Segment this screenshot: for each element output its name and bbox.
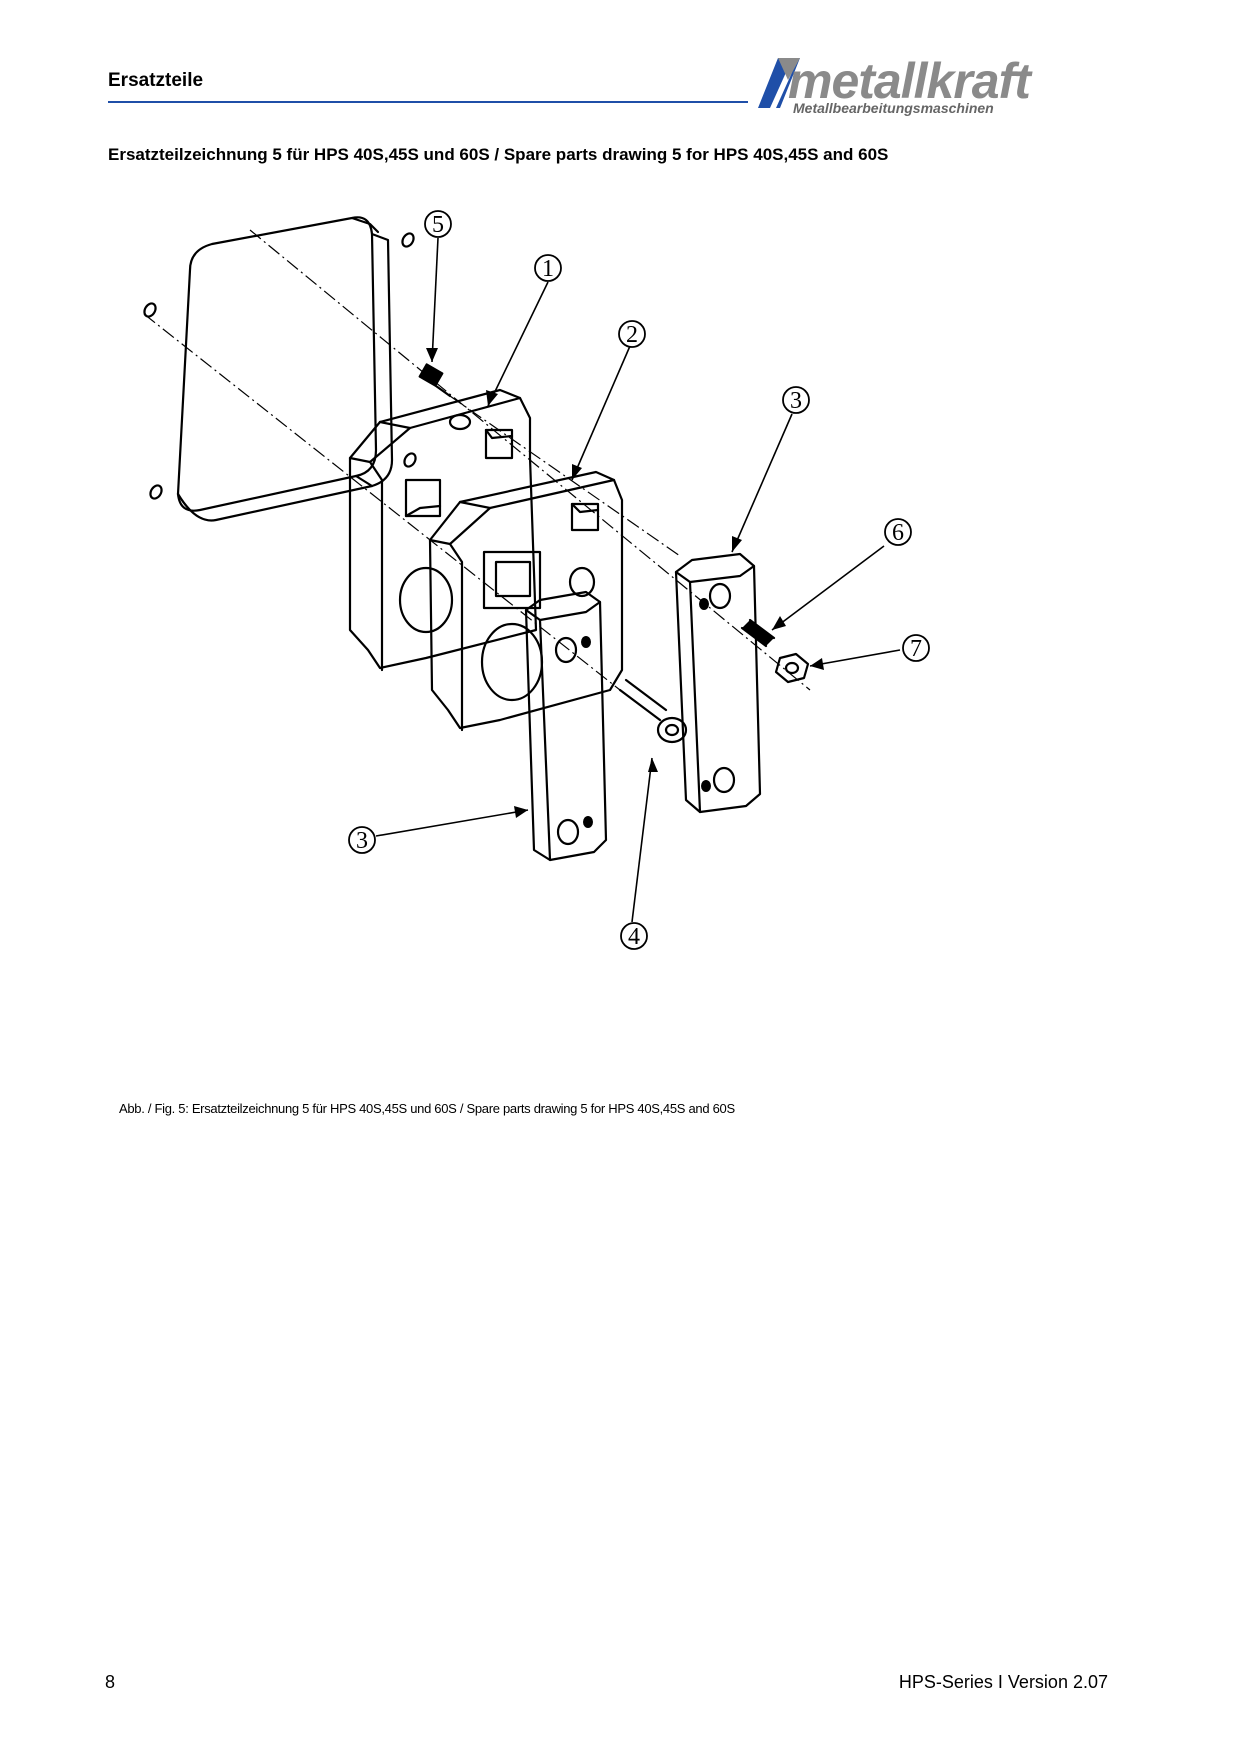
- callout-3-right: 3: [790, 388, 802, 414]
- footer-version: HPS-Series I Version 2.07: [898, 1672, 1108, 1692]
- part-3-bar-front: [524, 590, 608, 862]
- part-7-nut: [774, 652, 810, 684]
- spare-parts-drawing: 5 1 2 3 6 7 3 4: [143, 210, 930, 950]
- part-2-block: [428, 470, 624, 732]
- callout-2: 2: [626, 322, 638, 348]
- callout-1: 1: [542, 256, 554, 282]
- part-3-bar-right: [674, 552, 762, 814]
- page-number: 8: [105, 1672, 116, 1692]
- drawing-heading: Ersatzteilzeichnung 5 für HPS 40S,45S un…: [108, 145, 889, 164]
- metallkraft-logo-icon: [758, 58, 800, 108]
- figure-caption: Abb. / Fig. 5: Ersatzteilzeichnung 5 für…: [119, 1101, 735, 1116]
- callout-7: 7: [910, 636, 922, 662]
- section-title: Ersatzteile: [108, 70, 204, 91]
- callout-5: 5: [432, 212, 444, 238]
- logo-subtitle: Metallbearbeitungsmaschinen: [793, 100, 994, 116]
- callout-6: 6: [892, 520, 904, 546]
- part-4-screw: [618, 678, 688, 744]
- part-1-block: [348, 388, 538, 672]
- cover-plate: [143, 216, 417, 522]
- logo-wordmark: metallkraft: [788, 53, 1031, 109]
- callout-4: 4: [628, 924, 640, 950]
- callout-3-front: 3: [356, 828, 368, 854]
- header-rule: [108, 101, 748, 103]
